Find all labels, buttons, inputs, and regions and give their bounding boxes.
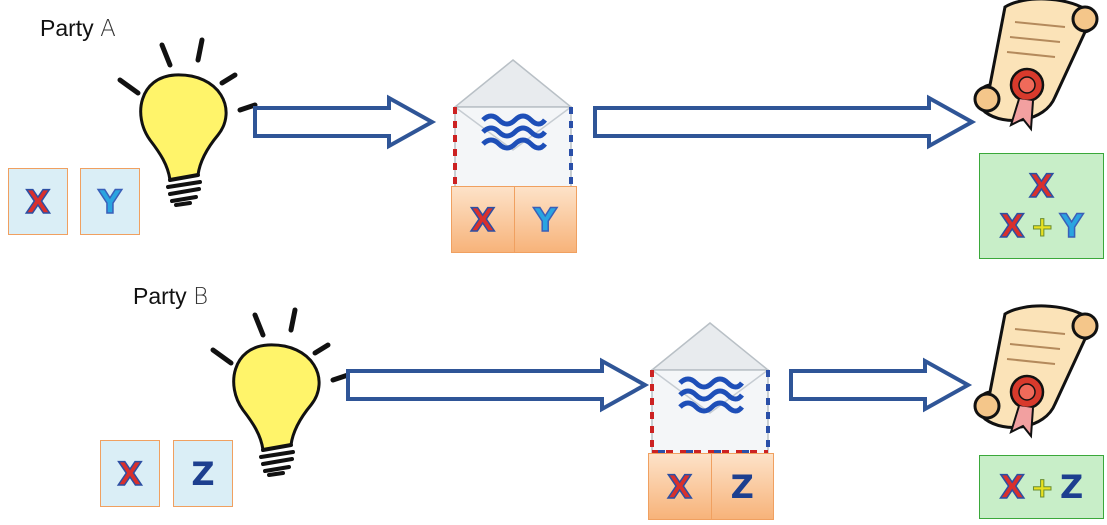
party-b-result: X + Z <box>979 455 1104 519</box>
party-b-envelope-contents: X Z <box>648 453 774 520</box>
envelope-icon <box>645 318 775 458</box>
scroll-certificate-icon <box>973 304 1099 438</box>
party-a-result-line2: X + Y <box>999 206 1084 246</box>
party-b-result-line1: X + Z <box>999 467 1084 507</box>
party-a-input-x: X <box>8 168 68 235</box>
envelope-icon <box>448 55 578 195</box>
party-b-label: Party B <box>133 283 208 310</box>
party-a-label: Party A <box>40 15 116 42</box>
scroll-certificate-icon <box>973 0 1099 131</box>
party-b-envelope-z: Z <box>710 454 774 519</box>
party-a-result-line1: X <box>1028 166 1054 206</box>
party-a-label-letter: A <box>100 16 116 42</box>
party-a-label-word: Party <box>40 15 94 41</box>
arrow-right-icon <box>346 357 650 413</box>
arrow-right-icon <box>789 357 973 413</box>
party-a-envelope-x: X <box>470 200 496 240</box>
party-a-envelope-y: Y <box>513 187 577 252</box>
arrow-right-icon <box>253 94 437 150</box>
party-a-envelope-contents: X Y <box>451 186 577 253</box>
party-b-input-z: Z <box>173 440 233 507</box>
party-b-label-letter: B <box>193 284 209 310</box>
party-b-label-word: Party <box>133 283 187 309</box>
party-b-envelope-x: X <box>667 467 693 507</box>
arrow-right-icon <box>593 94 977 150</box>
party-b-input-x: X <box>100 440 160 507</box>
party-a-result: X X + Y <box>979 153 1104 259</box>
party-a-input-y: Y <box>80 168 140 235</box>
